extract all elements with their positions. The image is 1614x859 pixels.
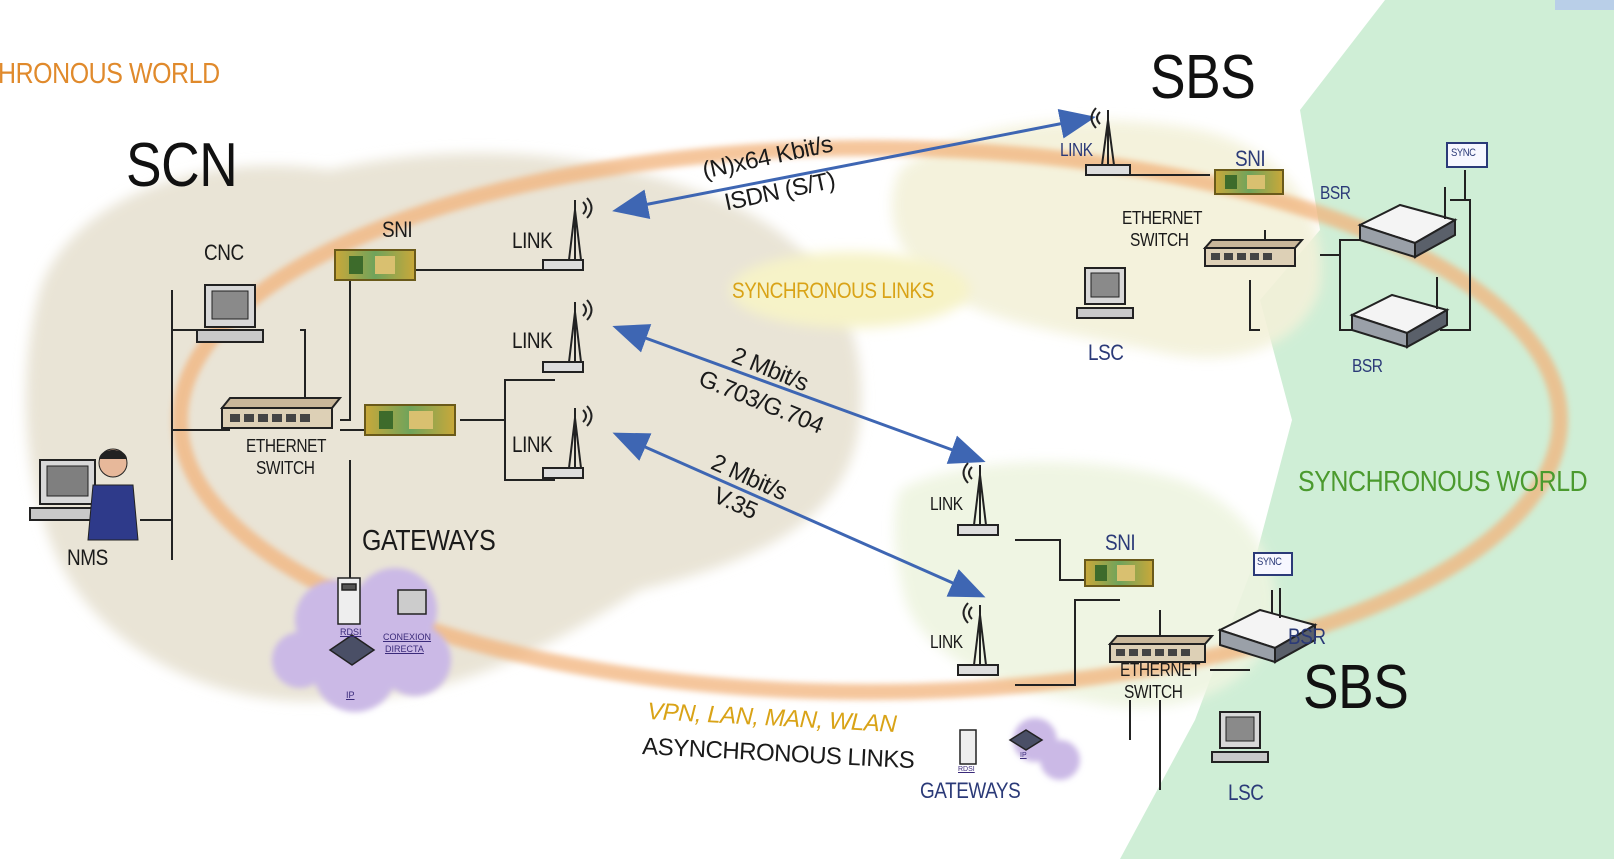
sbs-bottom-sni-label: SNI xyxy=(1105,530,1136,555)
scn-sni-card-icon xyxy=(334,249,416,281)
sbs-bottom-gw-rdsi-label: RDSI xyxy=(958,766,975,773)
sync-links-cloud xyxy=(730,252,970,328)
sbs-bottom-lsc-label: LSC xyxy=(1228,780,1264,805)
sbs-bottom-gw-ip-label: IP xyxy=(1020,752,1027,759)
scn-gw-rdsi-label: RDSI xyxy=(340,627,362,637)
corner-tab xyxy=(1555,0,1614,10)
sbs-bottom-ethernet-switch-icon xyxy=(1107,635,1215,663)
lsc-bottom-computer-icon xyxy=(1211,711,1269,763)
sbs-bottom-title: SBS xyxy=(1303,653,1409,722)
async-world-label: HRONOUS WORLD xyxy=(0,58,220,90)
sbs-bottom-bsr-label: BSR xyxy=(1288,624,1326,649)
sbs-top-ethernet-switch-icon xyxy=(1202,239,1305,267)
lsc-top-computer-icon xyxy=(1076,267,1134,319)
sbs-bottom-link-2-label: LINK xyxy=(930,632,963,652)
link-antenna-icons xyxy=(542,107,1131,676)
cnc-label: CNC xyxy=(204,240,244,265)
sbs-bottom-sync-label: SYNC xyxy=(1257,556,1282,568)
link-arrows xyxy=(612,109,1096,598)
sbs-bottom-link-1-label: LINK xyxy=(930,494,963,514)
sbs-top-sni-label: SNI xyxy=(1235,146,1266,171)
sync-links-label: SYNCHRONOUS LINKS xyxy=(732,278,934,303)
scn-ethernet-switch-icon xyxy=(219,397,343,429)
sync-world-label: SYNCHRONOUS WORLD xyxy=(1298,466,1588,498)
sync-box-top xyxy=(1446,142,1488,168)
scn-link-3-label: LINK xyxy=(512,432,553,457)
scn-gateways-label: GATEWAYS xyxy=(362,525,496,557)
nms-computer-icon xyxy=(29,459,106,521)
cnc-computer-icon xyxy=(196,284,264,343)
scn-sni-label: SNI xyxy=(382,217,413,242)
sbs-top-sni-card-icon xyxy=(1214,169,1284,195)
sbs-top-bsr-2-label: BSR xyxy=(1352,356,1383,376)
sbs-top-lsc-label: LSC xyxy=(1088,340,1124,365)
scn-sni2-card-icon xyxy=(364,404,456,436)
sbs-top-switch-label-2: SWITCH xyxy=(1130,230,1189,250)
sbs-top-switch-label-1: ETHERNET xyxy=(1122,208,1202,228)
sbs-bottom-sni-card-icon xyxy=(1084,559,1154,587)
scn-gw-ip-label: IP xyxy=(346,690,355,700)
scn-title: SCN xyxy=(126,131,238,200)
scn-gw-directa-label: DIRECTA xyxy=(385,644,424,654)
scn-gw-conexion-label: CONEXION xyxy=(383,632,432,642)
sbs-bottom-switch-label-2: SWITCH xyxy=(1124,682,1183,702)
nms-label: NMS xyxy=(67,545,108,570)
sbs-top-title: SBS xyxy=(1150,43,1256,112)
scn-link-1-label: LINK xyxy=(512,228,553,253)
scn-link-2-label: LINK xyxy=(512,328,553,353)
sbs-top-sync-label: SYNC xyxy=(1451,147,1476,159)
scn-switch-label-1: ETHERNET xyxy=(246,436,326,456)
sbs-top-link-label: LINK xyxy=(1060,140,1093,160)
bsr-units xyxy=(1217,187,1458,664)
sync-box-bottom xyxy=(1253,552,1293,576)
gateway-devices xyxy=(328,577,1044,765)
sbs-bottom-gateways-label: GATEWAYS xyxy=(920,778,1021,803)
sync-world-region xyxy=(1120,0,1614,859)
operator-icon xyxy=(87,448,139,541)
sbs-top-bsr-1-label: BSR xyxy=(1320,183,1351,203)
sbs-bottom-switch-label-1: ETHERNET xyxy=(1120,660,1200,680)
scn-switch-label-2: SWITCH xyxy=(256,458,315,478)
